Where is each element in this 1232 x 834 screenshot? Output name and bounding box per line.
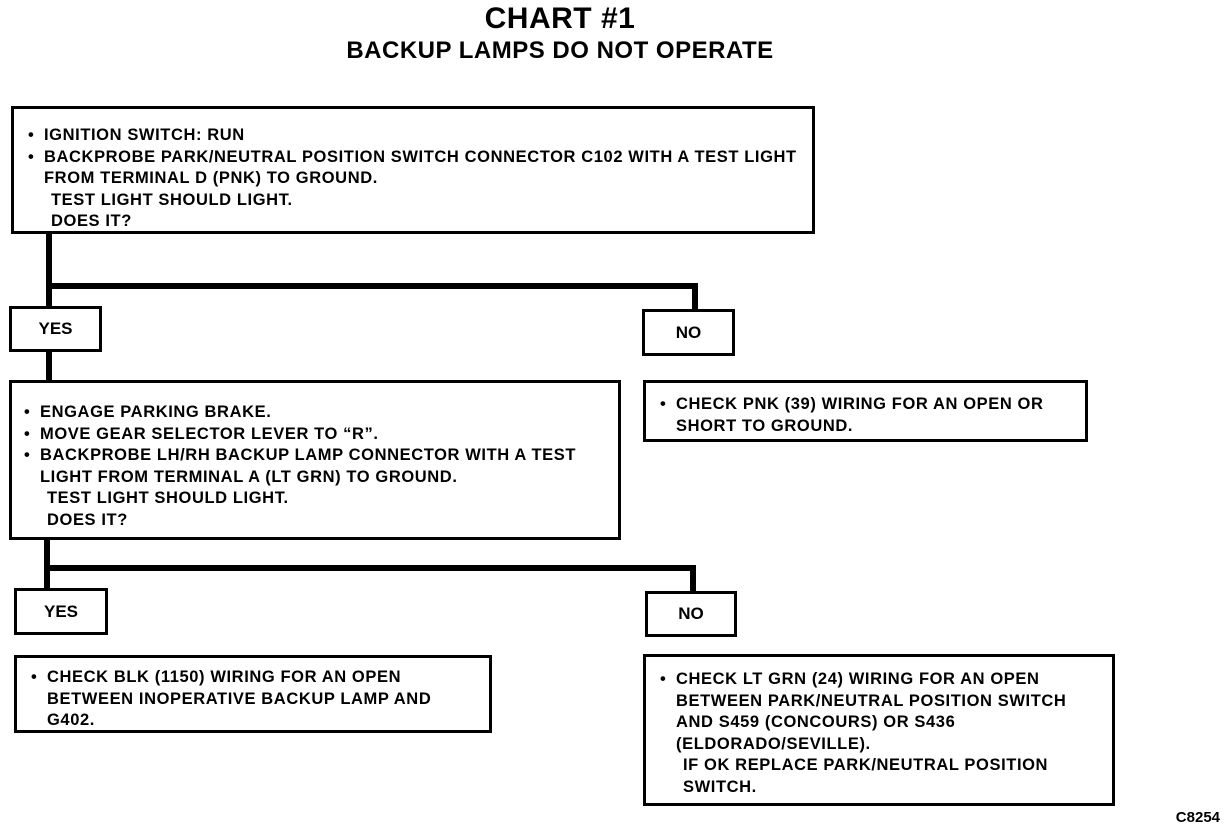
- chart-subtitle: BACKUP LAMPS DO NOT OPERATE: [346, 37, 774, 64]
- step2-question: DOES IT?: [47, 510, 128, 529]
- connector-step1-no-down: [692, 283, 698, 311]
- step1-no-action-bullet: CHECK PNK (39) WIRING FOR AN OPEN OR SHO…: [656, 394, 1075, 437]
- step2-no-action-bullet: CHECK LT GRN (24) WIRING FOR AN OPEN BET…: [656, 669, 1102, 755]
- chart-title: CHART #1: [484, 2, 636, 35]
- connector-step2-down: [44, 538, 50, 590]
- step1-bullet: IGNITION SWITCH: RUN: [24, 125, 802, 147]
- step1-no-label: NO: [642, 309, 735, 356]
- connector-step1-yes-to-step2: [46, 350, 52, 382]
- step2-bullet: MOVE GEAR SELECTOR LEVER TO “R”.: [20, 424, 612, 446]
- connector-step2-horizontal: [44, 565, 696, 571]
- step1-question: TEST LIGHT SHOULD LIGHT.: [51, 190, 293, 209]
- step2-bullet: BACKPROBE LH/RH BACKUP LAMP CONNECTOR WI…: [20, 445, 612, 488]
- step1-box: IGNITION SWITCH: RUN BACKPROBE PARK/NEUT…: [11, 106, 815, 234]
- step2-yes-action-box: CHECK BLK (1150) WIRING FOR AN OPEN BETW…: [14, 655, 492, 733]
- step1-no-action-box: CHECK PNK (39) WIRING FOR AN OPEN OR SHO…: [643, 380, 1088, 442]
- step2-yes-action-bullet: CHECK BLK (1150) WIRING FOR AN OPEN BETW…: [27, 667, 467, 732]
- step2-no-action-note: IF OK REPLACE PARK/NEUTRAL POSITION SWIT…: [683, 756, 1049, 796]
- connector-step2-no-down: [690, 565, 696, 595]
- step2-yes-label: YES: [14, 588, 108, 635]
- connector-step1-horizontal: [46, 283, 698, 289]
- step2-no-action-box: CHECK LT GRN (24) WIRING FOR AN OPEN BET…: [643, 654, 1115, 806]
- step1-yes-label: YES: [9, 306, 102, 352]
- step2-box: ENGAGE PARKING BRAKE. MOVE GEAR SELECTOR…: [9, 380, 621, 540]
- step1-question: DOES IT?: [51, 212, 132, 230]
- step1-bullet: BACKPROBE PARK/NEUTRAL POSITION SWITCH C…: [24, 147, 804, 190]
- step2-bullet: ENGAGE PARKING BRAKE.: [20, 402, 612, 424]
- step2-no-label: NO: [645, 591, 737, 637]
- reference-code: C8254: [1175, 809, 1220, 826]
- step2-question: TEST LIGHT SHOULD LIGHT.: [47, 489, 289, 507]
- connector-step1-down: [46, 228, 52, 308]
